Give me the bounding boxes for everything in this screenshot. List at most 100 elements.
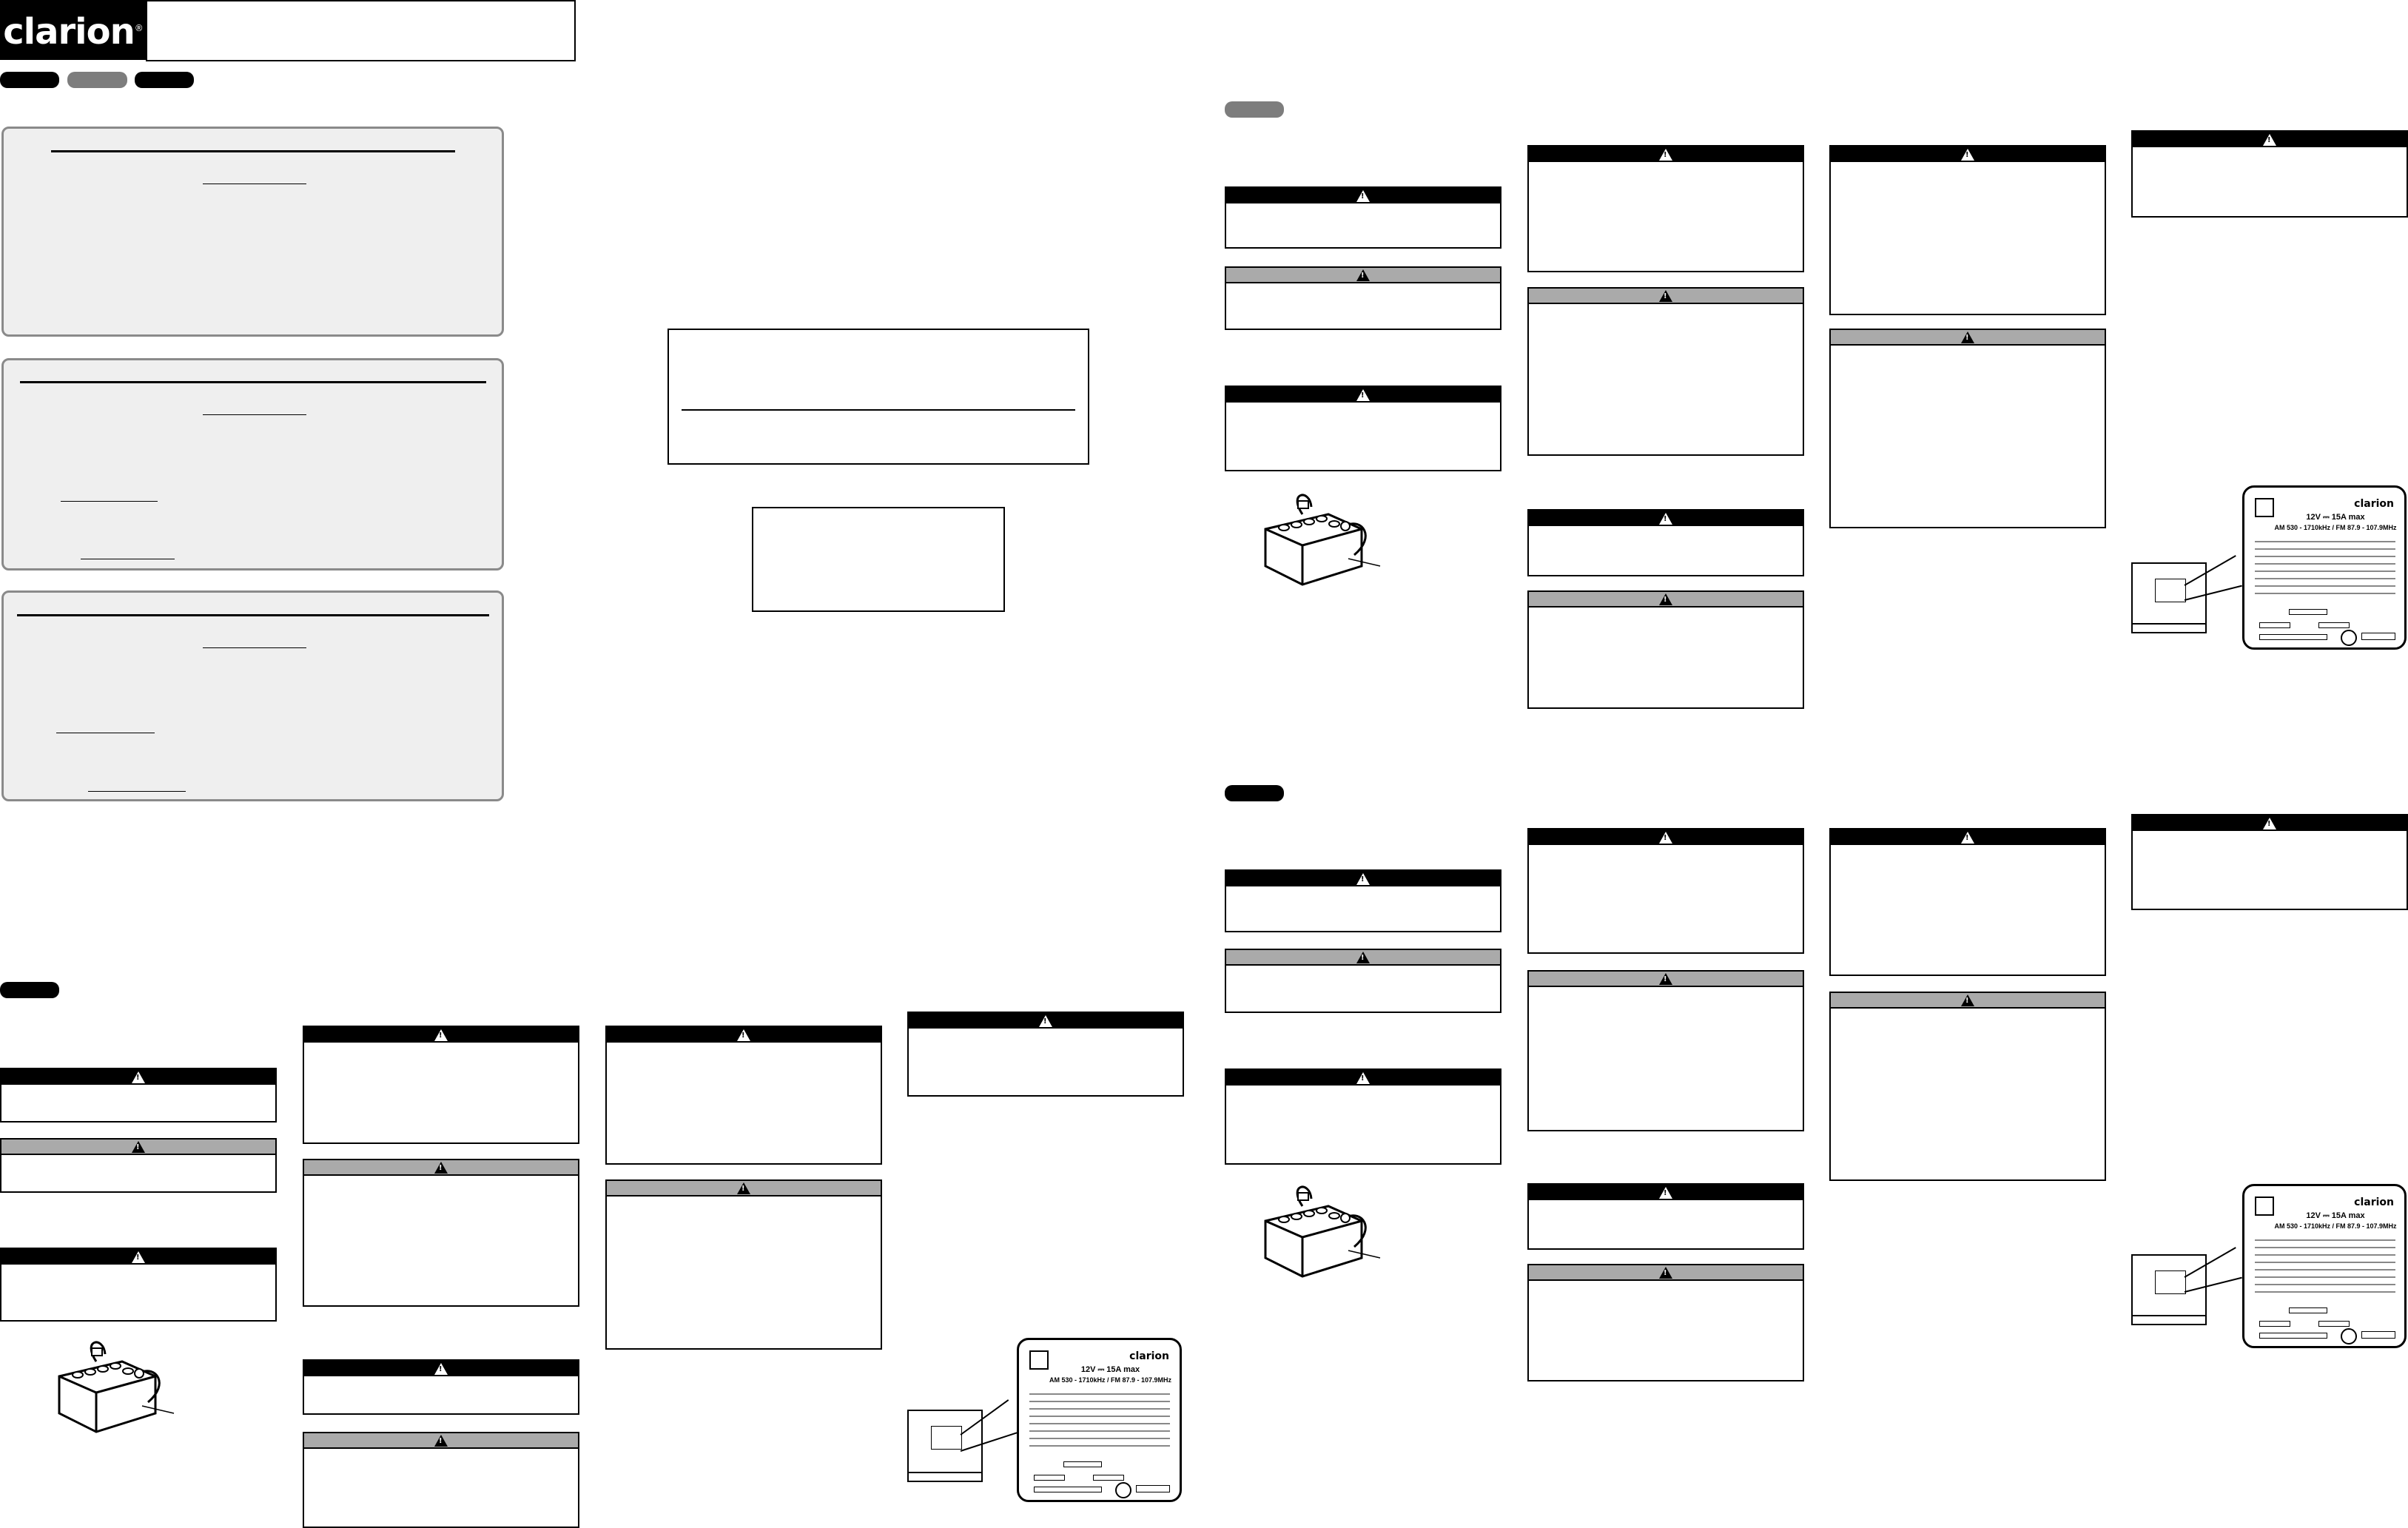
danger-header-bar xyxy=(1529,511,1803,526)
section-c-danger-box-3 xyxy=(1527,828,1804,954)
caution-header-bar xyxy=(1831,993,2105,1009)
section-b-language-tab xyxy=(1225,101,1284,118)
section-c-caution-box-2 xyxy=(1527,970,1804,1131)
label-field xyxy=(2259,1333,2327,1339)
label-field xyxy=(1093,1475,1124,1481)
label-fine-print xyxy=(1029,1423,1170,1424)
danger-header-bar xyxy=(1226,871,1500,886)
warning-triangle-icon xyxy=(1659,972,1672,985)
section-b-danger-box-5 xyxy=(1829,145,2106,315)
danger-header-bar xyxy=(909,1013,1183,1029)
panel-subheading-rule xyxy=(203,647,306,648)
section-a-caution-box-2 xyxy=(303,1159,579,1307)
rating-label-illustration: clarion 12V ⎓ 15A max AM 530 - 1710kHz /… xyxy=(2242,1184,2407,1348)
label-field xyxy=(1034,1475,1065,1481)
danger-header-bar xyxy=(304,1361,578,1376)
warning-triangle-icon xyxy=(1659,148,1672,161)
label-fine-print xyxy=(2255,1247,2395,1248)
section-a-danger-box-1 xyxy=(0,1068,277,1123)
clarion-logo: clarion® xyxy=(0,0,146,60)
section-b-caution-box-2 xyxy=(1527,287,1804,456)
label-rating: 12V ⎓ 15A max xyxy=(2306,1211,2365,1220)
certification-mark-icon xyxy=(2341,630,2357,646)
label-location-marker xyxy=(931,1426,962,1450)
warning-triangle-icon xyxy=(434,1434,448,1447)
warning-triangle-icon xyxy=(1659,593,1672,605)
warning-triangle-icon xyxy=(434,1029,448,1041)
label-fine-print xyxy=(2255,593,2395,594)
label-fine-print xyxy=(1029,1393,1170,1395)
warning-triangle-icon xyxy=(1039,1014,1052,1027)
language-tab-2 xyxy=(67,72,127,88)
danger-header-bar xyxy=(304,1027,578,1043)
danger-header-bar xyxy=(1226,188,1500,203)
section-a-danger-box-6 xyxy=(907,1012,1184,1097)
center-info-frame xyxy=(667,329,1089,465)
label-field xyxy=(2259,1321,2290,1327)
unit-base-line xyxy=(2133,1315,2205,1316)
section-a-danger-box-3 xyxy=(303,1026,579,1144)
label-field xyxy=(2289,1307,2327,1313)
panel-heading-rule xyxy=(17,614,489,616)
section-c-danger-box-1 xyxy=(1225,869,1501,932)
warning-triangle-icon xyxy=(1659,1266,1672,1279)
panel-field-rule xyxy=(61,501,158,502)
warning-triangle-icon xyxy=(1356,388,1370,401)
section-c-language-tab xyxy=(1225,785,1284,801)
certification-mark-icon xyxy=(1115,1482,1131,1498)
label-rating: 12V ⎓ 15A max xyxy=(2306,513,2365,522)
label-brand: clarion xyxy=(2354,1197,2394,1208)
section-a-language-tab xyxy=(0,982,59,998)
label-field xyxy=(2259,622,2290,628)
warning-triangle-icon xyxy=(1356,269,1370,281)
danger-header-bar xyxy=(1831,147,2105,162)
center-frame-rule xyxy=(682,409,1075,411)
caution-header-bar xyxy=(1529,972,1803,987)
label-fine-print xyxy=(1029,1430,1170,1432)
caution-header-bar xyxy=(1226,950,1500,966)
warning-triangle-icon xyxy=(1961,994,1974,1006)
language-tab-3 xyxy=(135,72,194,88)
language-tab-1 xyxy=(0,72,59,88)
notice-panel-2 xyxy=(1,358,504,571)
warning-triangle-icon xyxy=(2263,817,2276,829)
caution-header-bar xyxy=(1831,330,2105,346)
section-a-caution-box-3 xyxy=(303,1432,579,1528)
label-fine-print xyxy=(2255,548,2395,550)
panel-heading-rule xyxy=(20,381,486,383)
danger-header-bar xyxy=(1529,147,1803,162)
notice-panel-3 xyxy=(1,590,504,801)
warning-triangle-icon xyxy=(132,1140,145,1153)
label-fine-print xyxy=(2255,1262,2395,1263)
label-bands: AM 530 - 1710kHz / FM 87.9 - 107.9MHz xyxy=(2274,1222,2397,1230)
panel-subheading-rule xyxy=(203,414,306,415)
warning-triangle-icon xyxy=(1659,512,1672,525)
label-fine-print xyxy=(2255,585,2395,587)
caution-header-bar xyxy=(1,1140,275,1155)
label-fine-print xyxy=(1029,1401,1170,1402)
label-bands: AM 530 - 1710kHz / FM 87.9 - 107.9MHz xyxy=(2274,524,2397,531)
section-a-danger-box-2 xyxy=(0,1248,277,1322)
caution-header-bar xyxy=(1226,268,1500,283)
label-field xyxy=(2361,1331,2395,1339)
label-logo-icon xyxy=(2255,1197,2274,1216)
label-fine-print xyxy=(2255,1254,2395,1256)
danger-header-bar xyxy=(1529,1185,1803,1200)
certification-mark-icon xyxy=(2341,1328,2357,1344)
caution-header-bar xyxy=(1529,289,1803,304)
danger-header-bar xyxy=(1,1249,275,1265)
label-location-marker xyxy=(2155,1270,2186,1294)
label-rating: 12V ⎓ 15A max xyxy=(1080,1365,1140,1374)
section-b-caution-box-1 xyxy=(1225,266,1501,330)
panel-field-rule xyxy=(88,791,186,792)
section-b-danger-box-1 xyxy=(1225,186,1501,249)
label-bands: AM 530 - 1710kHz / FM 87.9 - 107.9MHz xyxy=(1049,1376,1172,1384)
section-b-danger-box-4 xyxy=(1527,509,1804,576)
center-small-frame xyxy=(752,507,1005,612)
caution-header-bar xyxy=(304,1433,578,1449)
label-field xyxy=(2259,634,2327,640)
section-b-caution-box-3 xyxy=(1527,590,1804,709)
section-a-danger-box-5 xyxy=(605,1026,882,1165)
label-field xyxy=(2361,633,2395,640)
warning-triangle-icon xyxy=(1356,189,1370,202)
